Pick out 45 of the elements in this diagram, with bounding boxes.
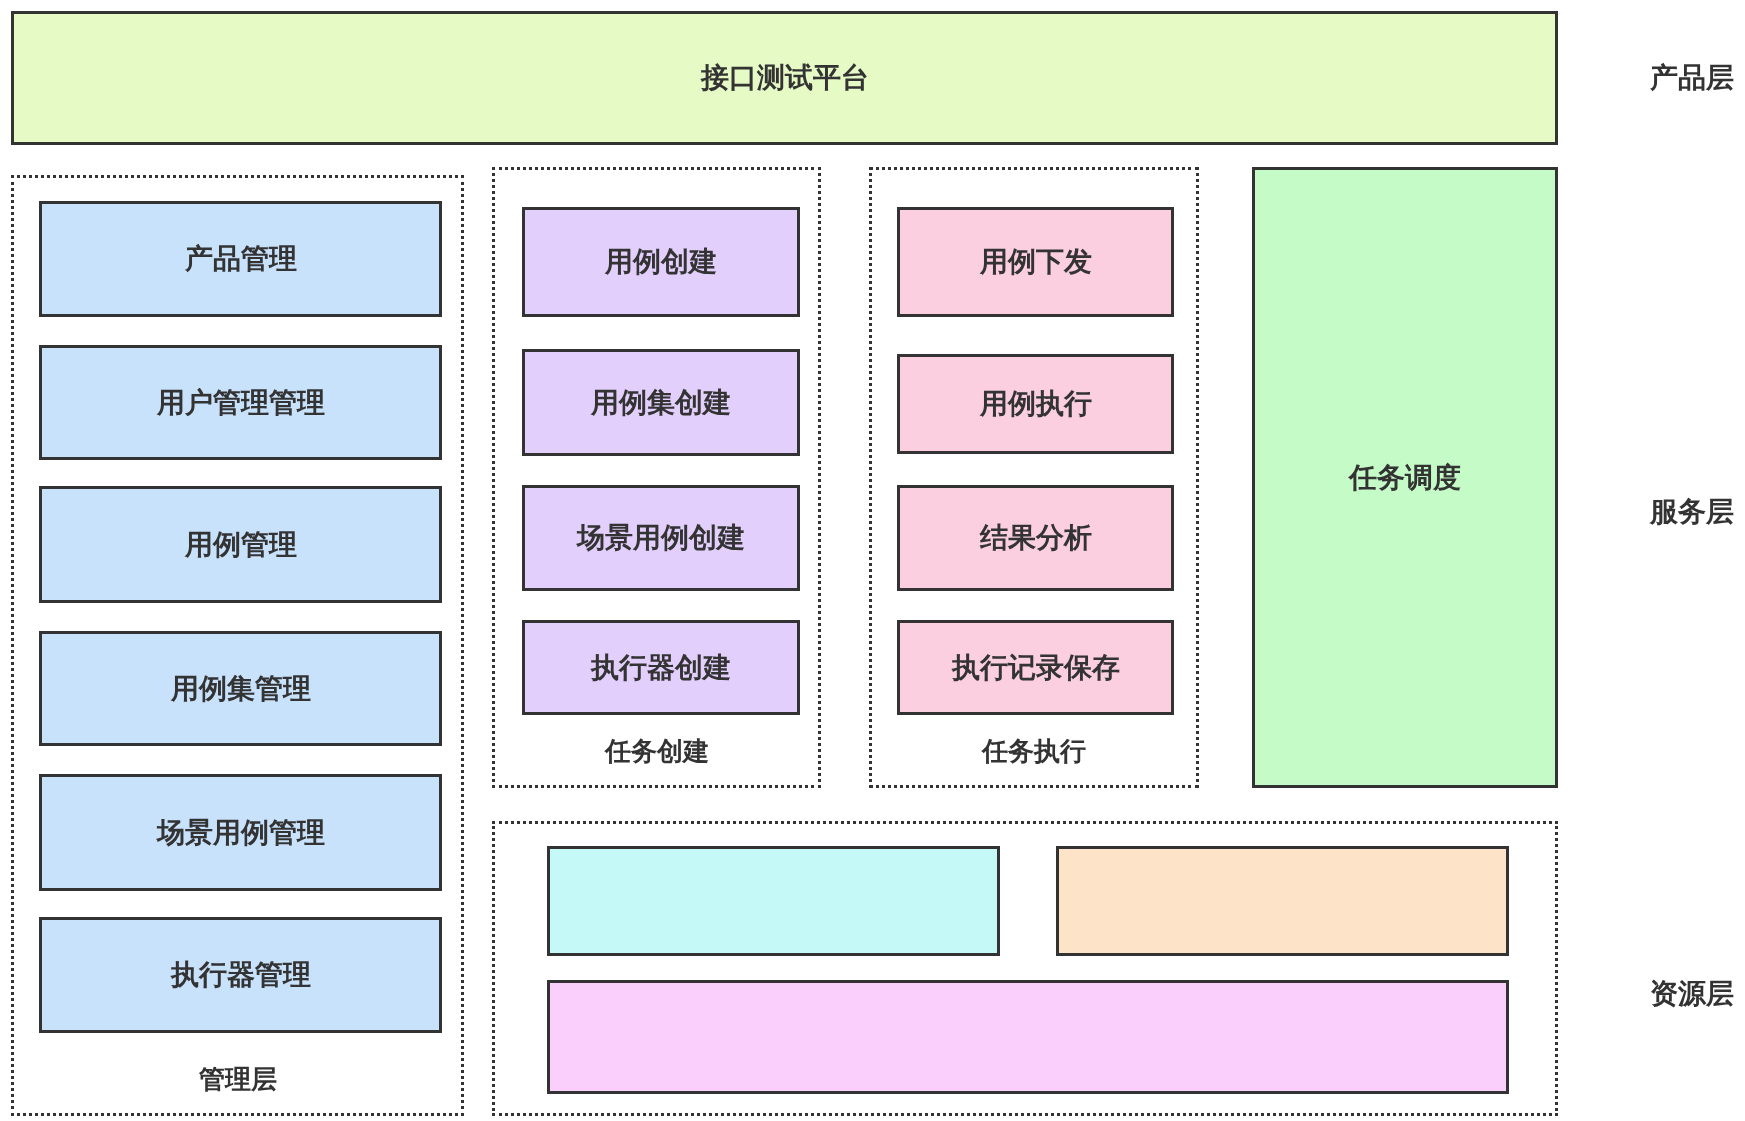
- module-box: [522, 620, 800, 715]
- module-box: [39, 917, 442, 1033]
- layer-label: 产品层: [1650, 60, 1734, 96]
- module-label: 用例下发: [978, 244, 1093, 280]
- module-box: [11, 11, 1558, 145]
- module-box: [39, 631, 442, 746]
- module-label: 场景用例管理: [155, 814, 326, 851]
- module-label: 结果分析: [978, 520, 1093, 556]
- module-box: [897, 620, 1174, 715]
- module-label: 用例执行: [978, 386, 1093, 422]
- module-label: 产品管理: [183, 241, 298, 277]
- module-label: 用例管理: [183, 526, 298, 563]
- module-label: 用例创建: [604, 244, 718, 280]
- module-label: 用例集管理: [169, 670, 312, 707]
- dotted-group-frame: [492, 167, 821, 788]
- module-box: [522, 485, 800, 591]
- module-box: [1252, 167, 1558, 788]
- module-label: 用例集创建: [590, 384, 732, 421]
- dotted-group-frame: [492, 821, 1558, 1116]
- layer-label: 资源层: [1650, 976, 1734, 1012]
- module-box: [1056, 846, 1509, 956]
- group-label: 管理层: [197, 1063, 278, 1096]
- module-label: 接口测试平台: [699, 60, 870, 96]
- module-box: [897, 485, 1174, 591]
- module-box: [897, 207, 1174, 317]
- module-box: [547, 980, 1509, 1094]
- module-label: 执行器管理: [169, 957, 312, 993]
- module-label: 场景用例创建: [575, 520, 746, 556]
- group-label: 任务执行: [980, 735, 1087, 768]
- dotted-group-frame: [11, 175, 464, 1116]
- group-label: 任务创建: [603, 735, 710, 768]
- module-box: [39, 201, 442, 317]
- module-box: [522, 207, 800, 317]
- module-box: [547, 846, 1000, 956]
- module-box: [39, 345, 442, 460]
- module-label: 用户管理管理: [155, 384, 326, 421]
- module-label: 执行记录保存: [950, 649, 1121, 686]
- module-label: 执行器创建: [589, 649, 732, 686]
- dotted-group-frame: [869, 167, 1199, 788]
- module-box: [897, 354, 1174, 454]
- module-box: [39, 486, 442, 603]
- module-box: [39, 774, 442, 891]
- module-label: 任务调度: [1347, 459, 1462, 496]
- layer-label: 服务层: [1650, 494, 1734, 530]
- module-box: [522, 349, 800, 456]
